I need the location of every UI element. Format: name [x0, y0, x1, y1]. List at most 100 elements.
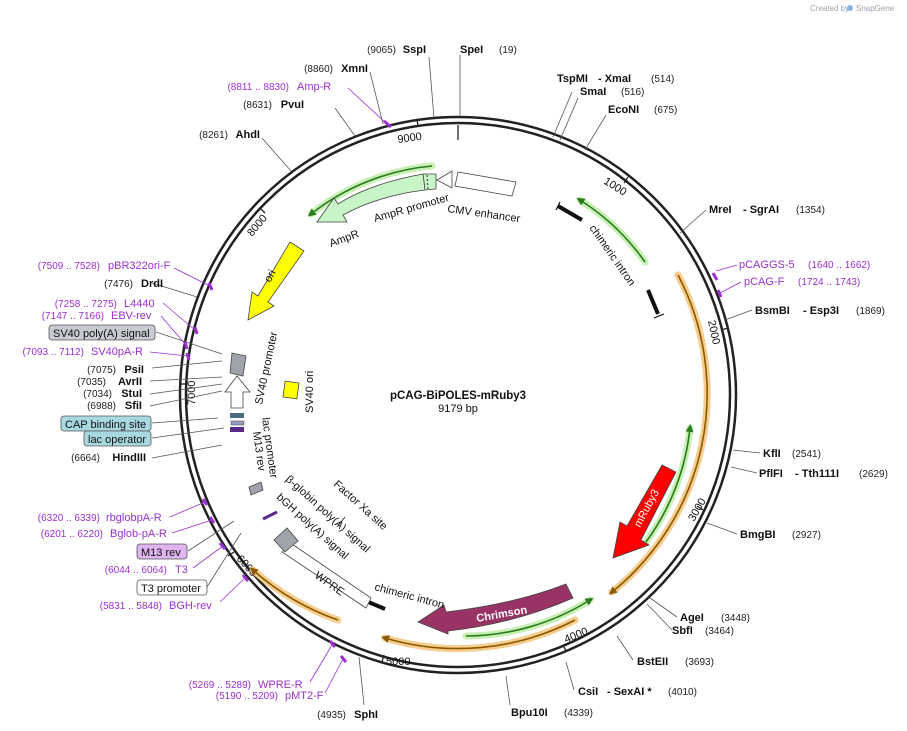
- primer-rbglobpa-r[interactable]: (6320 .. 6339) rbglobpA-R: [38, 512, 162, 524]
- site-bmgbi[interactable]: BmgBI (2927): [740, 529, 821, 541]
- svg-text:SpeI: SpeI: [460, 44, 483, 56]
- svg-text:SV40 poly(A) signal: SV40 poly(A) signal: [53, 328, 150, 340]
- svg-text:(2927): (2927): [792, 530, 821, 541]
- ampr-shape: [316, 173, 426, 223]
- tick-5000-mark: [381, 654, 385, 663]
- svg-text:(1354): (1354): [796, 205, 825, 216]
- green-arrows: [307, 165, 694, 637]
- m13-rev-label: M13 rev: [250, 431, 267, 473]
- plasmid-title: pCAG-BiPOLES-mRuby3: [390, 390, 526, 402]
- svg-text:(5190 .. 5209): (5190 .. 5209): [216, 691, 278, 702]
- svg-text:- SgrAI: - SgrAI: [743, 204, 779, 216]
- site-spei[interactable]: SpeI (19): [460, 44, 517, 56]
- feature-ori[interactable]: ori: [247, 241, 305, 321]
- svg-text:pCAGGS-5: pCAGGS-5: [739, 259, 795, 271]
- feature-ampr[interactable]: AmpR promoter AmpR: [316, 173, 451, 250]
- site-drdi[interactable]: (7476) DrdI: [104, 278, 163, 290]
- sv40-ori-label: SV40 ori: [304, 371, 316, 413]
- svg-text:AvrII: AvrII: [118, 376, 142, 388]
- site-psii[interactable]: (7075) PsiI: [87, 364, 144, 376]
- primer-ebv-rev[interactable]: (7147 .. 7166) EBV-rev: [42, 310, 152, 322]
- primer-l4440[interactable]: (7258 .. 7275) L4440: [55, 298, 155, 310]
- svg-text:DrdI: DrdI: [141, 278, 163, 290]
- backbone: [178, 115, 738, 675]
- svg-text:SmaI: SmaI: [580, 86, 606, 98]
- site-smai[interactable]: SmaI (516): [580, 86, 644, 98]
- box-sv40-polya[interactable]: SV40 poly(A) signal: [48, 324, 156, 341]
- svg-text:KflI: KflI: [763, 448, 781, 460]
- svg-text:(7035): (7035): [77, 377, 106, 388]
- svg-text:(4339): (4339): [564, 708, 593, 719]
- green-arrow-top-right: [576, 197, 646, 263]
- svg-text:(7147 .. 7166): (7147 .. 7166): [42, 311, 104, 322]
- svg-text:StuI: StuI: [121, 388, 142, 400]
- primer-pmt2-f[interactable]: (5190 .. 5209) pMT2-F: [216, 690, 324, 702]
- chimeric-intron-top-label: chimeric intron: [587, 223, 638, 288]
- svg-text:BsmBI: BsmBI: [755, 305, 790, 317]
- box-m13-rev[interactable]: M13 rev: [136, 543, 188, 560]
- svg-text:pBR322ori-F: pBR322ori-F: [108, 260, 171, 272]
- svg-text:CAP binding site: CAP binding site: [65, 419, 146, 431]
- site-krei-sgrai[interactable]: MreI - SgrAI (1354): [709, 204, 825, 216]
- svg-text:(19): (19): [499, 45, 517, 56]
- site-bsmbi-esp3i[interactable]: BsmBI - Esp3I (1869): [755, 305, 885, 317]
- site-pflfi-tth111i[interactable]: PflFI - Tth111I (2629): [759, 468, 888, 480]
- primer-wpre-r[interactable]: (5269 .. 5289) WPRE-R: [189, 679, 303, 691]
- primer-pcaggs-5[interactable]: pCAGGS-5 (1640 .. 1662): [739, 259, 870, 271]
- site-bsteii[interactable]: BstEII (3693): [637, 656, 714, 668]
- svg-text:Bpu10I: Bpu10I: [511, 707, 548, 719]
- box-lac-operator[interactable]: lac operator: [83, 430, 152, 447]
- chrimson-shape: [417, 583, 574, 635]
- site-sbfi[interactable]: SbfI (3464): [672, 625, 734, 637]
- svg-text:SphI: SphI: [354, 709, 378, 721]
- primer-t3[interactable]: (6044 .. 6064) T3: [105, 564, 188, 576]
- svg-text:AhdI: AhdI: [236, 129, 260, 141]
- green-arrow-right: [645, 424, 694, 543]
- site-kfli[interactable]: KflI (2541): [763, 448, 821, 460]
- primer-bgh-rev[interactable]: (5831 .. 5848) BGH-rev: [100, 600, 213, 612]
- box-cap-site[interactable]: CAP binding site: [60, 415, 152, 432]
- site-sfii[interactable]: (6988) SfiI: [87, 400, 142, 412]
- site-ahdi[interactable]: (8261) AhdI: [199, 129, 260, 141]
- primer-amp-r[interactable]: (8811 .. 8830) Amp-R: [227, 81, 331, 93]
- tick-2000-mark: [720, 327, 729, 331]
- svg-text:(6201 .. 6220): (6201 .. 6220): [41, 529, 103, 540]
- chimeric-intron-top-cap: [555, 201, 561, 211]
- svg-text:(2541): (2541): [792, 449, 821, 460]
- svg-text:BGH-rev: BGH-rev: [169, 600, 212, 612]
- feature-cmv-enhancer[interactable]: CMV enhancer: [436, 170, 521, 225]
- feature-sv40[interactable]: SV40 promoter SV40 ori lac promoter M13 …: [224, 330, 316, 479]
- site-tspmi-xmai[interactable]: TspMI - XmaI (514): [557, 73, 674, 85]
- site-hindiii[interactable]: (6664) HindIII: [71, 452, 146, 464]
- credit-brand: SnapGene: [856, 4, 895, 13]
- site-xmni[interactable]: (8860) XmnI: [304, 63, 368, 75]
- svg-text:TspMI: TspMI: [557, 73, 588, 85]
- primer-pcag-f[interactable]: pCAG-F (1724 .. 1743): [744, 276, 860, 288]
- svg-text:- SexAI *: - SexAI *: [607, 686, 652, 698]
- svg-text:Amp-R: Amp-R: [297, 81, 331, 93]
- primer-sv40pa-r[interactable]: (7093 .. 7112) SV40pA-R: [22, 346, 143, 358]
- site-sspi[interactable]: (9065) SspI: [367, 44, 426, 56]
- orf-highlights: [249, 271, 711, 653]
- site-csii-sexai[interactable]: CsiI - SexAI * (4010): [578, 686, 697, 698]
- box-t3-promoter[interactable]: T3 promoter: [136, 579, 208, 596]
- site-sphi[interactable]: (4935) SphI: [317, 709, 378, 721]
- site-stui[interactable]: (7034) StuI: [83, 388, 142, 400]
- site-avrii[interactable]: (7035) AvrII: [77, 376, 142, 388]
- primer-pbr322ori-f[interactable]: (7509 .. 7528) pBR322ori-F: [38, 260, 171, 272]
- site-pvui[interactable]: (8631) PvuI: [243, 99, 304, 111]
- sv40-polya-shape: [229, 352, 247, 377]
- tick-9000: 9000: [397, 131, 423, 146]
- ori-label: ori: [262, 268, 279, 285]
- site-econi[interactable]: EcoNI (675): [608, 104, 677, 116]
- primer-bglob-pa-r[interactable]: (6201 .. 6220) Bglob-pA-R: [41, 528, 167, 540]
- feature-polya-signals[interactable]: β-globin poly(A) signal bGH poly(A) sign…: [248, 473, 372, 562]
- site-bpu10i[interactable]: Bpu10I (4339): [511, 707, 593, 719]
- site-agei[interactable]: AgeI (3448): [680, 612, 750, 624]
- svg-text:(7258 .. 7275): (7258 .. 7275): [55, 299, 117, 310]
- plasmid-length: 9179 bp: [438, 403, 478, 415]
- feature-chimeric-intron-bottom[interactable]: chimeric intron: [365, 581, 445, 611]
- snapgene-logo-icon: [847, 5, 853, 11]
- svg-text:M13 rev: M13 rev: [141, 547, 181, 559]
- svg-text:CsiI: CsiI: [578, 686, 598, 698]
